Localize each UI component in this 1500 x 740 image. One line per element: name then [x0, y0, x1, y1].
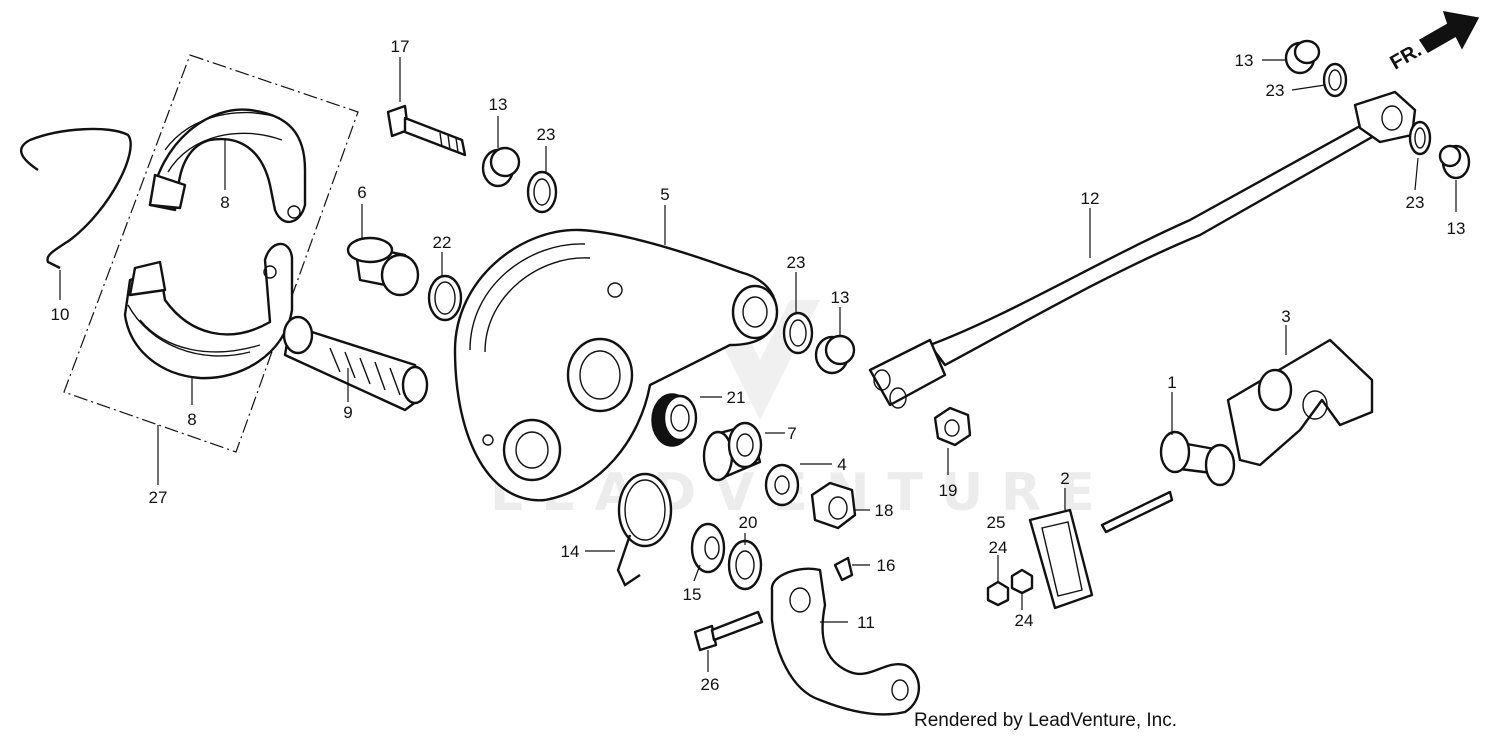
- clip-16[interactable]: [833, 556, 854, 582]
- brake-bracket-11[interactable]: [770, 567, 921, 716]
- callout-12: 12: [1081, 189, 1100, 208]
- washer-23-rod-right[interactable]: [1408, 120, 1432, 156]
- callout-13: 13: [489, 95, 508, 114]
- washer-15[interactable]: [690, 522, 726, 574]
- nut-18[interactable]: [810, 481, 857, 530]
- brake-shoe-upper[interactable]: [148, 108, 307, 223]
- callout-18: 18: [875, 501, 894, 520]
- callout-23: 23: [1406, 193, 1425, 212]
- callout-10: 10: [51, 305, 70, 324]
- nut-24-left[interactable]: [986, 580, 1010, 607]
- callout-2: 2: [1060, 469, 1069, 488]
- pivot-bolt-1[interactable]: [1100, 430, 1236, 534]
- callout-13: 13: [1235, 51, 1254, 70]
- washer-23-upper[interactable]: [526, 170, 558, 214]
- brake-rod-12[interactable]: [868, 90, 1417, 409]
- collar-6[interactable]: [346, 236, 420, 297]
- brake-cam-9[interactable]: [282, 315, 429, 412]
- callout-1: 1: [1167, 373, 1176, 392]
- brake-panel-5[interactable]: [453, 228, 779, 502]
- plate-2[interactable]: [1028, 508, 1094, 610]
- brake-shoe-kit-outline: [63, 54, 359, 453]
- bushing-13-rod-top[interactable]: [1284, 39, 1321, 75]
- callout-23: 23: [537, 125, 556, 144]
- bushing-13-rod-right[interactable]: [1438, 144, 1471, 180]
- bushing-13-upper[interactable]: [481, 146, 521, 188]
- callout-9: 9: [343, 403, 352, 422]
- bushing-13-mid[interactable]: [814, 334, 856, 375]
- callout-8: 8: [187, 410, 196, 429]
- washer-23-rod-top[interactable]: [1322, 62, 1348, 98]
- washer-23-mid[interactable]: [782, 311, 814, 355]
- callout-6: 6: [357, 183, 366, 202]
- washer-4[interactable]: [764, 463, 800, 507]
- spring-14[interactable]: [616, 472, 673, 587]
- credit-text: Rendered by LeadVenture, Inc.: [914, 710, 1178, 731]
- bolt-17[interactable]: [386, 104, 467, 157]
- callout-19: 19: [939, 481, 958, 500]
- brake-shoe-lower[interactable]: [123, 242, 294, 380]
- callout-5: 5: [660, 185, 669, 204]
- callout-25: 25: [987, 513, 1006, 532]
- callout-labels: 17 13 23 5 12 13 23 23 13 6 22 8 8 10 9 …: [51, 37, 1466, 694]
- leader-lines: [59, 57, 1457, 672]
- callout-24: 24: [989, 538, 1008, 557]
- callout-24: 24: [1015, 611, 1034, 630]
- callout-22: 22: [433, 233, 452, 252]
- washer-20[interactable]: [727, 539, 763, 591]
- callout-4: 4: [837, 455, 846, 474]
- callout-13: 13: [1447, 219, 1466, 238]
- collar-7[interactable]: [702, 421, 763, 482]
- callout-3: 3: [1281, 307, 1290, 326]
- callout-11: 11: [857, 613, 875, 632]
- callout-7: 7: [787, 424, 796, 443]
- forward-label: FR.: [1387, 39, 1426, 74]
- callout-23: 23: [1266, 81, 1285, 100]
- washer-22[interactable]: [427, 274, 463, 322]
- oil-seal-21[interactable]: [651, 393, 698, 447]
- brake-spring-10[interactable]: [20, 127, 132, 270]
- nut-19[interactable]: [933, 406, 972, 447]
- callout-8: 8: [220, 193, 229, 212]
- callout-13: 13: [831, 288, 850, 307]
- callout-17: 17: [391, 37, 410, 56]
- callout-26: 26: [701, 675, 720, 694]
- forward-direction-arrow: FR.: [1387, 11, 1480, 74]
- callout-16: 16: [877, 556, 896, 575]
- callout-21: 21: [727, 388, 746, 407]
- callout-14: 14: [561, 542, 580, 561]
- callout-15: 15: [683, 585, 702, 604]
- bolt-26[interactable]: [693, 610, 764, 652]
- callout-27: 27: [149, 488, 168, 507]
- nut-24-right[interactable]: [1010, 568, 1034, 595]
- callout-20: 20: [739, 513, 758, 532]
- bracket-3[interactable]: [1226, 338, 1374, 467]
- callout-23: 23: [787, 253, 806, 272]
